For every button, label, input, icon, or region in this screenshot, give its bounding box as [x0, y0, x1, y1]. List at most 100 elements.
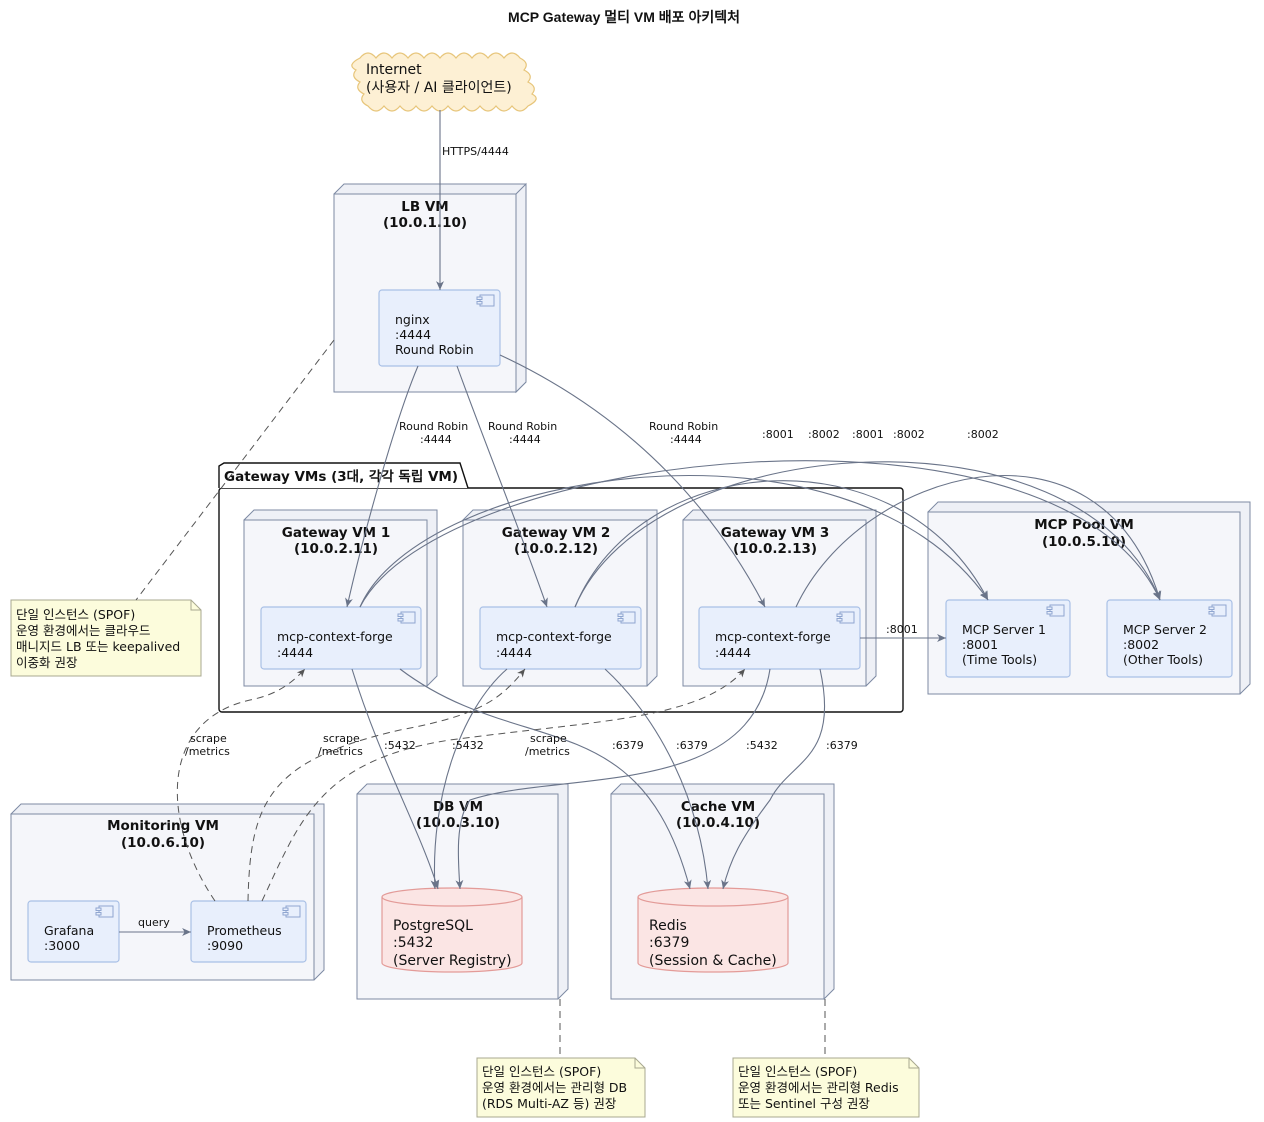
edge-rr3-label-2: :4444 [670, 433, 702, 446]
edge-rr3-label-1: Round Robin [649, 420, 718, 433]
component-icon [95, 905, 114, 918]
gateway-group: Gateway VMs (3대, 각각 독립 VM) [218, 462, 904, 713]
lb-spof-note: 단일 인스턴스 (SPOF) 운영 환경에서는 클라우드 매니지드 LB 또는 … [10, 599, 202, 677]
gateway-vm-3-ip: (10.0.2.13) [733, 541, 817, 557]
prometheus-port: :9090 [207, 938, 243, 953]
edge-8001b-label: :8001 [852, 428, 884, 441]
edge-rr1-label-1: Round Robin [399, 420, 468, 433]
gateway-vm-1-node: Gateway VM 1 (10.0.2.11) mcp-context-for… [243, 509, 438, 687]
edge-gateway-2-postgres [430, 668, 508, 890]
lb-note-line-2: 운영 환경에서는 클라우드 [16, 623, 150, 638]
grafana-port: :3000 [44, 938, 80, 953]
gateway-vm-2-ip: (10.0.2.12) [514, 541, 598, 557]
cache-spof-note: 단일 인스턴스 (SPOF) 운영 환경에서는 관리형 Redis 또는 Sen… [732, 1057, 920, 1118]
edge-8002a-label: :8002 [808, 428, 840, 441]
edge-gateway-1-mcp-server-2 [359, 460, 1161, 608]
component-icon [617, 611, 636, 624]
redis-cache: Redis :6379 (Session & Cache) [637, 887, 789, 973]
cache-vm-title: Cache VM [681, 799, 755, 815]
edge-pg1-label: :5432 [384, 739, 416, 752]
edge-nginx-gateway-3 [499, 354, 766, 608]
internet-label: Internet [366, 62, 422, 78]
lb-vm-node: LB VM (10.0.1.10) nginx :4444 Round Robi… [333, 182, 527, 394]
component-icon [836, 611, 855, 624]
gateway-2-service: mcp-context-forge [496, 629, 612, 644]
edge-rd3-label: :6379 [826, 739, 858, 752]
grafana-component: Grafana :3000 [27, 900, 120, 963]
component-icon [1046, 604, 1065, 617]
db-vm-node: DB VM (10.0.3.10) PostgreSQL :5432 (Serv… [356, 783, 569, 1000]
lb-note-line-3: 매니지드 LB 또는 keepalived [16, 639, 180, 654]
edge-gateway-3-mcp-server-2 [795, 474, 1162, 608]
edge-rr2-label-2: :4444 [509, 433, 541, 446]
edge-8002c-label: :8002 [967, 428, 999, 441]
cache-note-line-2: 운영 환경에서는 관리형 Redis [738, 1080, 899, 1095]
edge-scrape1-label-2: /metrics [185, 745, 230, 758]
edge-scrape3-label-2: /metrics [525, 745, 570, 758]
component-icon [1208, 604, 1227, 617]
component-icon [282, 905, 301, 918]
monitoring-vm-node: Monitoring VM (10.0.6.10) Grafana :3000 … [10, 803, 325, 981]
edge-pg2-label: :5432 [452, 739, 484, 752]
edge-8002b-label: :8002 [893, 428, 925, 441]
mcp-context-forge-3: mcp-context-forge :4444 [698, 606, 861, 670]
edge-gateway-1-mcp-server-1 [359, 474, 989, 608]
gateway-vm-2-node: Gateway VM 2 (10.0.2.12) mcp-context-for… [462, 509, 658, 687]
gateway-2-port: :4444 [496, 645, 532, 660]
edge-gateway-2-redis [604, 668, 712, 890]
edge-rr1-label-2: :4444 [420, 433, 452, 446]
postgresql-port: :5432 [393, 935, 433, 951]
lb-note-connector [135, 339, 335, 601]
mcp-server-2-name: MCP Server 2 [1123, 622, 1207, 637]
gateway-vm-1-title: Gateway VM 1 [282, 525, 390, 541]
cache-note-line-3: 또는 Sentinel 구성 권장 [738, 1096, 870, 1111]
edge-scrape2-label-1: scrape [323, 732, 360, 745]
edge-prometheus-gateway-1 [176, 668, 306, 902]
redis-desc: (Session & Cache) [649, 953, 777, 969]
edge-gateway-3-redis [721, 668, 826, 890]
edge-scrape3-label-1: scrape [530, 732, 567, 745]
gateway-group-title: Gateway VMs (3대, 각각 독립 VM) [224, 468, 458, 485]
internet-sub-label: (사용자 / AI 클라이언트) [366, 80, 512, 96]
edge-8001a-label: :8001 [762, 428, 794, 441]
gateway-1-service: mcp-context-forge [277, 629, 393, 644]
edge-gateway-2-mcp-server-2 [574, 461, 1161, 608]
cache-vm-node: Cache VM (10.0.4.10) Redis :6379 (Sessio… [610, 783, 835, 1000]
edge-scrape2-label-2: /metrics [318, 745, 363, 758]
component-icon [476, 294, 495, 307]
mcp-context-forge-2: mcp-context-forge :4444 [479, 606, 642, 670]
gateway-vm-1-ip: (10.0.2.11) [294, 541, 378, 557]
diagram-title: MCP Gateway 멀티 VM 배포 아키텍처 [508, 9, 740, 25]
grafana-name: Grafana [44, 923, 94, 938]
mcp-server-1-desc: (Time Tools) [962, 652, 1037, 667]
edge-rd1-label: :6379 [612, 739, 644, 752]
postgresql-name: PostgreSQL [393, 918, 473, 934]
mcp-server-2: MCP Server 2 :8002 (Other Tools) [1106, 599, 1233, 678]
lb-note-line-1: 단일 인스턴스 (SPOF) [16, 607, 135, 622]
db-note-line-1: 단일 인스턴스 (SPOF) [482, 1064, 601, 1079]
mcp-server-1-port: :8001 [962, 637, 998, 652]
gateway-1-port: :4444 [277, 645, 313, 660]
edge-8001c-label: :8001 [886, 623, 918, 636]
mcp-server-2-port: :8002 [1123, 637, 1159, 652]
db-note-line-3: (RDS Multi-AZ 등) 권장 [482, 1096, 617, 1111]
mcp-server-2-desc: (Other Tools) [1123, 652, 1203, 667]
lb-vm-ip: (10.0.1.10) [383, 215, 467, 231]
edge-nginx-gateway-2 [456, 365, 548, 608]
prometheus-name: Prometheus [207, 923, 282, 938]
monitoring-vm-title: Monitoring VM [107, 818, 219, 834]
edge-gateway-1-postgres [351, 668, 440, 890]
mcp-server-1: MCP Server 1 :8001 (Time Tools) [945, 599, 1071, 678]
mcp-server-1-name: MCP Server 1 [962, 622, 1046, 637]
prometheus-component: Prometheus :9090 [190, 900, 307, 963]
gateway-vm-3-title: Gateway VM 3 [721, 525, 829, 541]
nginx-port: :4444 [395, 327, 431, 342]
postgresql-desc: (Server Registry) [393, 953, 512, 969]
mcp-pool-vm-node: MCP Pool VM (10.0.5.10) MCP Server 1 :80… [927, 501, 1251, 695]
monitoring-vm-ip: (10.0.6.10) [121, 835, 205, 851]
gateway-vm-3-node: Gateway VM 3 (10.0.2.13) mcp-context-for… [682, 509, 877, 687]
cache-note-line-1: 단일 인스턴스 (SPOF) [738, 1064, 857, 1079]
nginx-mode: Round Robin [395, 342, 474, 357]
redis-port: :6379 [649, 935, 689, 951]
